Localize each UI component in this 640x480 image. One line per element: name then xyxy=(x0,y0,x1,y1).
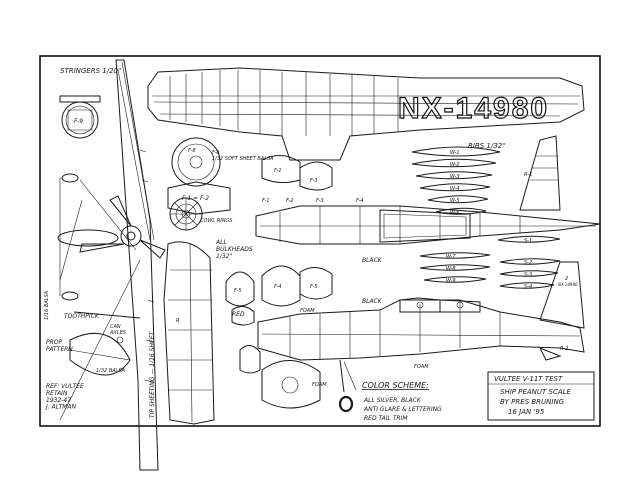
svg-text:COWL RINGS: COWL RINGS xyxy=(200,218,233,224)
svg-text:TOOTHPICK: TOOTHPICK xyxy=(64,313,100,320)
svg-text:1/32 BALSA: 1/32 BALSA xyxy=(96,368,126,374)
svg-text:COLOR SCHEME:: COLOR SCHEME: xyxy=(362,381,429,390)
left-wheel-top xyxy=(59,173,79,301)
svg-text:W-1: W-1 xyxy=(450,150,460,156)
main-wing-top-view: NX-14980 xyxy=(147,67,585,161)
svg-text:W-2: W-2 xyxy=(450,162,460,168)
svg-text:R-2: R-2 xyxy=(560,346,568,352)
svg-text:F-3: F-3 xyxy=(310,178,318,184)
svg-text:VULTEE V-11T TEST: VULTEE V-11T TEST xyxy=(494,375,563,383)
horizontal-stab: R xyxy=(163,241,215,425)
svg-text:FOAM: FOAM xyxy=(300,308,315,314)
tail-fin-side: R-1 xyxy=(519,135,561,211)
svg-text:R: R xyxy=(176,318,179,324)
stringers-label: STRINGERS 1/20" xyxy=(60,67,121,75)
ribs-label: RIBS 1/32" xyxy=(468,142,505,150)
svg-text:S-2: S-2 xyxy=(524,260,532,266)
svg-text:F-8: F-8 xyxy=(188,148,196,154)
formers-lower-center: F-5 F-4 F-5 xyxy=(225,265,333,326)
wing-rib-templates: W-1 W-2 W-3 W-4 W-5 W-6 W-7 W-8 W-9 S-1 … xyxy=(411,146,561,290)
svg-text:W-5: W-5 xyxy=(450,198,460,204)
svg-text:W-9: W-9 xyxy=(446,278,456,284)
title-block: VULTEE V-11T TEST SHIP PEANUT SCALE BY P… xyxy=(487,371,595,421)
svg-text:NX-14980: NX-14980 xyxy=(558,282,578,287)
svg-text:FOAM: FOAM xyxy=(414,364,429,370)
color-scheme-note: COLOR SCHEME: ALL SILVER, BLACK ANTI GLA… xyxy=(362,381,442,422)
svg-text:F-2: F-2 xyxy=(286,198,294,204)
svg-text:ALL SILVER, BLACK: ALL SILVER, BLACK xyxy=(363,397,422,404)
svg-text:F-5: F-5 xyxy=(310,284,318,290)
svg-text:F-4: F-4 xyxy=(356,198,364,204)
svg-text:F-81/32 SOFT SHEET BALSA: F-81/32 SOFT SHEET BALSA xyxy=(212,150,274,162)
fuselage-top-view: F-1 F-2 F-3 F-4 xyxy=(255,198,601,245)
former-f9: F-9 xyxy=(59,95,101,139)
svg-text:F-5: F-5 xyxy=(234,288,242,294)
black-label: BLACK xyxy=(362,257,383,264)
svg-text:F-3: F-3 xyxy=(316,198,324,204)
svg-text:W-3: W-3 xyxy=(450,174,460,180)
side-note: 1/16 BALSA xyxy=(44,290,50,320)
svg-text:F-9: F-9 xyxy=(74,118,83,125)
svg-text:F-4: F-4 xyxy=(274,284,282,290)
tip-note: TIP SHEETING — 1/16 SHEET xyxy=(149,330,156,418)
left-wing-plan xyxy=(59,59,159,471)
registration-wing: NX-14980 xyxy=(398,92,549,125)
svg-text:F-1 = F-2: F-1 = F-2 xyxy=(182,195,209,202)
svg-text:BLACK: BLACK xyxy=(362,298,383,305)
svg-text:ANTI GLARE & LETTERING: ANTI GLARE & LETTERING xyxy=(363,406,442,413)
svg-text:S-4: S-4 xyxy=(524,284,532,290)
cowl-engine: COWL RINGS xyxy=(169,197,233,231)
svg-text:W-7: W-7 xyxy=(446,254,456,260)
wing-rib-ticks xyxy=(169,70,399,136)
prop-front-view xyxy=(57,195,166,259)
svg-text:S-1: S-1 xyxy=(524,238,532,244)
sheet-border xyxy=(39,55,601,427)
svg-text:2: 2 xyxy=(565,276,568,282)
lower-formers xyxy=(239,345,321,409)
svg-text:R-1: R-1 xyxy=(524,172,532,178)
red-label: RED xyxy=(232,311,245,318)
svg-text:W-8: W-8 xyxy=(446,266,456,272)
svg-text:SHIP PEANUT SCALE: SHIP PEANUT SCALE xyxy=(500,388,572,396)
svg-text:RED TAIL TRIM: RED TAIL TRIM xyxy=(364,415,408,422)
svg-text:F-2: F-2 xyxy=(274,168,282,174)
svg-text:16 JAN '95: 16 JAN '95 xyxy=(508,408,545,416)
svg-text:BY PRES BRUNING: BY PRES BRUNING xyxy=(500,398,565,406)
fuselage-side-view: NX-14980 2 BLACK FOAM FOAM FOAM R-2 xyxy=(257,261,585,413)
svg-text:F-1: F-1 xyxy=(262,198,270,204)
svg-text:S-3: S-3 xyxy=(524,272,532,278)
svg-text:W-4: W-4 xyxy=(450,186,460,192)
